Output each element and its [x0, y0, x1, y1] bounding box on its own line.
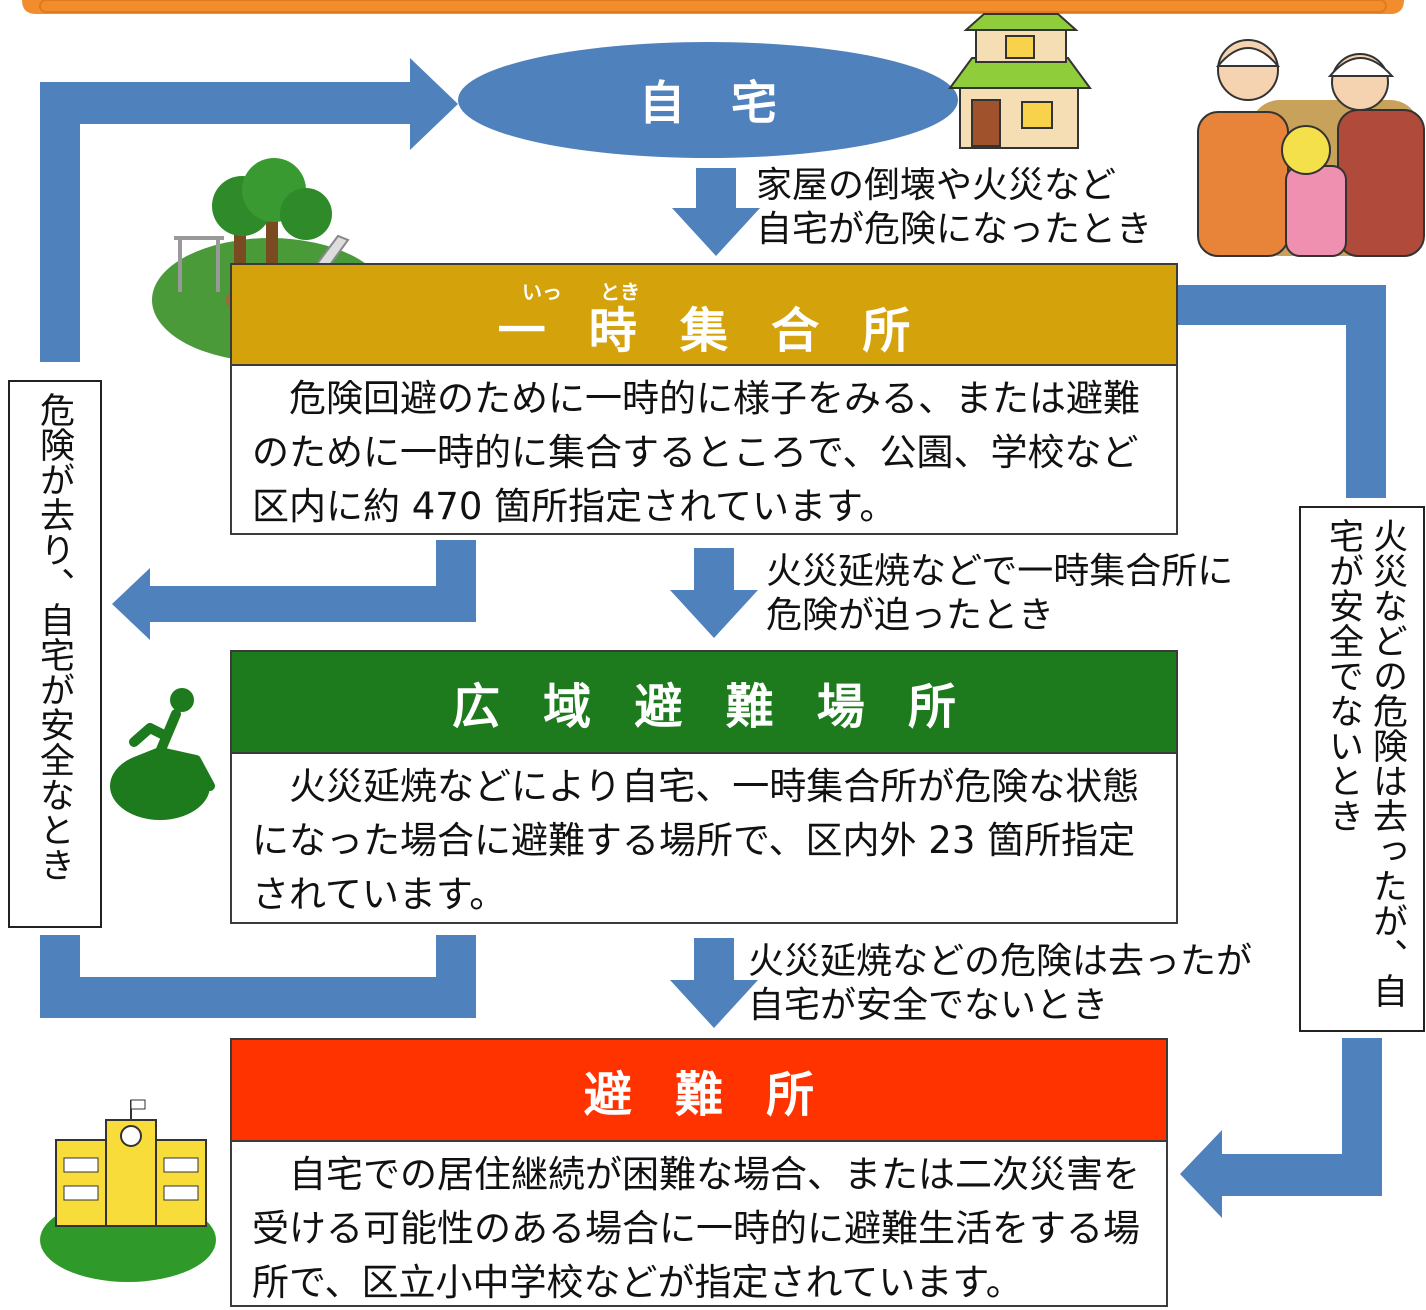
arrow-down-3	[670, 938, 758, 1028]
arrow-right-loop-bottom	[1180, 1038, 1382, 1218]
transition-caption-2: 火災延焼などで一時集合所に 危険が迫ったとき	[766, 550, 1233, 638]
transition-3-line2: 自宅が安全でないとき	[748, 985, 1109, 1026]
flow-arrows	[40, 58, 1386, 1218]
shelter-header: 避難所	[230, 1038, 1168, 1142]
temporary-assembly-text: 危険回避のために一時的に様子をみる、または避難のために一時的に集合するところで、…	[252, 377, 1140, 528]
shelter-title: 避難所	[583, 1067, 858, 1123]
right-side-label: 火災などの危険は去ったが、自宅が安全でないとき	[1299, 506, 1425, 1032]
running-person-icon	[110, 688, 215, 820]
evacuees-icon	[1197, 39, 1425, 257]
temporary-assembly-title: 一時集合所	[497, 302, 954, 359]
transition-1-line1: 家屋の倒壊や火災など	[756, 165, 1117, 206]
wide-area-description: 火災延焼などにより自宅、一時集合所が危険な状態になった場合に避難する場所で、区内…	[230, 754, 1178, 924]
arrow-right-loop-top	[1178, 285, 1386, 498]
school-icon	[40, 1099, 216, 1282]
transition-2-line2: 危険が迫ったとき	[766, 595, 1055, 636]
wide-area-text: 火災延焼などにより自宅、一時集合所が危険な状態になった場合に避難する場所で、区内…	[252, 765, 1140, 916]
temporary-assembly-header: 一時集合所	[230, 263, 1178, 366]
left-side-label: 危険が去り、自宅が安全なとき	[8, 380, 102, 928]
transition-2-line1: 火災延焼などで一時集合所に	[766, 551, 1234, 592]
house-icon	[948, 13, 1092, 149]
shelter-description: 自宅での居住継続が困難な場合、または二次災害を受ける可能性のある場合に一時的に避…	[230, 1142, 1168, 1307]
ruby-ichi: いっ	[522, 280, 562, 304]
home-label: 自 宅	[639, 76, 777, 130]
arrow-down-1	[672, 168, 760, 256]
shelter-text: 自宅での居住継続が困難な場合、または二次災害を受ける可能性のある場合に一時的に避…	[252, 1153, 1140, 1304]
arrow-left-mid	[112, 540, 476, 640]
wide-area-title: 広域避難場所	[451, 679, 1000, 735]
arrow-left-lower	[40, 935, 476, 1018]
transition-1-line2: 自宅が危険になったとき	[756, 209, 1153, 250]
ruby-toki: とき	[600, 280, 640, 304]
transition-caption-1: 家屋の倒壊や火災など 自宅が危険になったとき	[756, 164, 1152, 252]
transition-3-line1: 火災延焼などの危険は去ったが	[748, 941, 1253, 982]
transition-caption-3: 火災延焼などの危険は去ったが 自宅が安全でないとき	[748, 940, 1252, 1028]
home-ellipse	[458, 42, 958, 158]
arrow-down-2	[670, 548, 758, 638]
temporary-assembly-description: 危険回避のために一時的に様子をみる、または避難のために一時的に集合するところで、…	[230, 366, 1178, 535]
wide-area-header: 広域避難場所	[230, 650, 1178, 754]
arrow-return-home	[40, 58, 458, 362]
